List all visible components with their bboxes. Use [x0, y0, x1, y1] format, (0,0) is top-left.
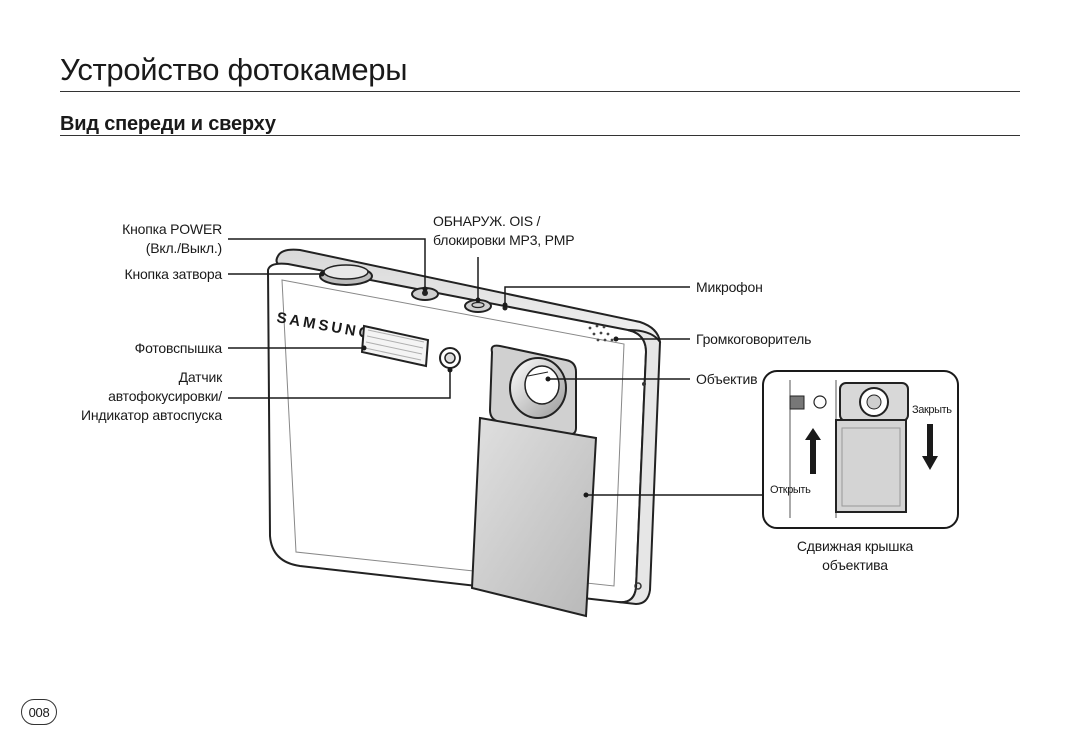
section-title: Вид спереди и сверху — [60, 113, 276, 135]
inset-open-label: Открыть — [770, 484, 811, 496]
label-ois-button: ОБНАРУЖ. OIS / блокировки MP3, PMP — [433, 213, 575, 248]
arrow-up-icon — [805, 428, 821, 474]
af-sensor — [439, 347, 461, 369]
inset-detail — [762, 370, 959, 529]
section-divider — [60, 135, 1020, 136]
label-lens-cover: Сдвижная крышка объектива — [796, 538, 914, 573]
page-number: 008 — [21, 699, 57, 725]
speaker-grill — [588, 324, 614, 342]
camera-body — [266, 248, 662, 606]
label-microphone: Микрофон — [696, 279, 763, 295]
label-flash: Фотовспышка — [134, 340, 223, 356]
arrow-down-icon — [922, 424, 938, 470]
shutter-button-shape — [319, 264, 373, 286]
label-power-button: Кнопка POWER (Вкл./Выкл.) — [122, 221, 222, 256]
flash-window — [360, 324, 430, 368]
label-lens: Объектив — [696, 371, 758, 387]
label-speaker: Громкоговоритель — [696, 331, 812, 347]
page-title: Устройство фотокамеры — [60, 52, 408, 87]
leader-lines — [228, 238, 766, 496]
leader-dots — [319, 271, 619, 498]
lens-cover — [470, 416, 598, 618]
lens — [488, 344, 577, 436]
label-shutter-button: Кнопка затвора — [124, 266, 222, 282]
inset-close-label: Закрыть — [912, 404, 952, 416]
label-af-sensor: Датчик автофокусировки/ Индикатор автосп… — [80, 369, 222, 423]
title-divider — [60, 91, 1020, 92]
